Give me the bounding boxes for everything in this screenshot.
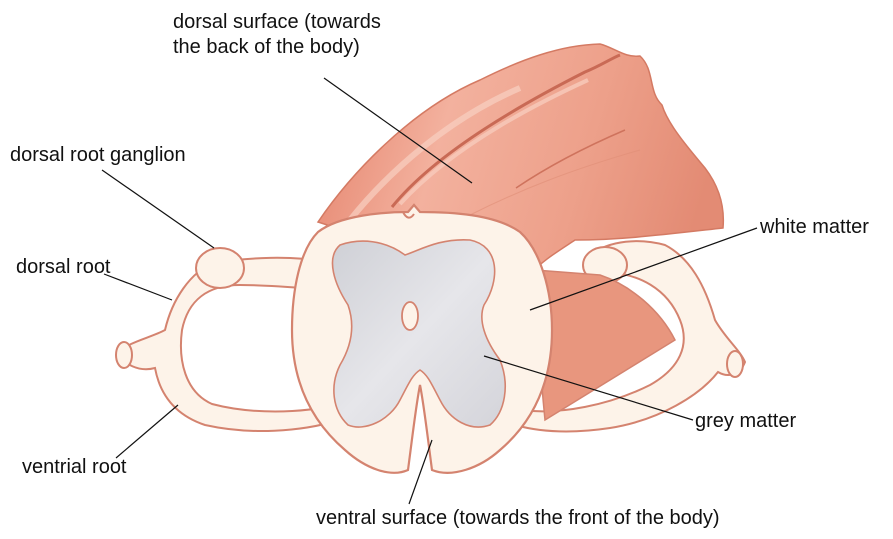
label-grey-matter: grey matter xyxy=(695,409,796,434)
label-dorsal-root-ganglion: dorsal root ganglion xyxy=(10,143,186,168)
leader-dorsal-root-ganglion xyxy=(102,170,214,248)
left-nerve-stump xyxy=(116,342,132,368)
grey-matter-shape xyxy=(332,240,505,427)
label-dorsal-surface: dorsal surface (towards the back of the … xyxy=(173,10,381,60)
leader-ventral-surface xyxy=(409,440,432,504)
left-dorsal-root-ganglion xyxy=(196,248,244,288)
label-dorsal-root: dorsal root xyxy=(16,255,111,280)
label-ventrial-root: ventrial root xyxy=(22,455,127,480)
label-dorsal-surface-line2: the back of the body) xyxy=(173,35,381,60)
central-canal xyxy=(402,302,418,330)
label-ventral-surface: ventral surface (towards the front of th… xyxy=(316,506,720,531)
label-white-matter: white matter xyxy=(760,215,869,240)
label-dorsal-surface-line1: dorsal surface (towards xyxy=(173,10,381,35)
leader-ventrial-root xyxy=(116,405,178,458)
right-nerve-stump xyxy=(727,351,743,377)
leader-dorsal-root xyxy=(104,274,172,300)
